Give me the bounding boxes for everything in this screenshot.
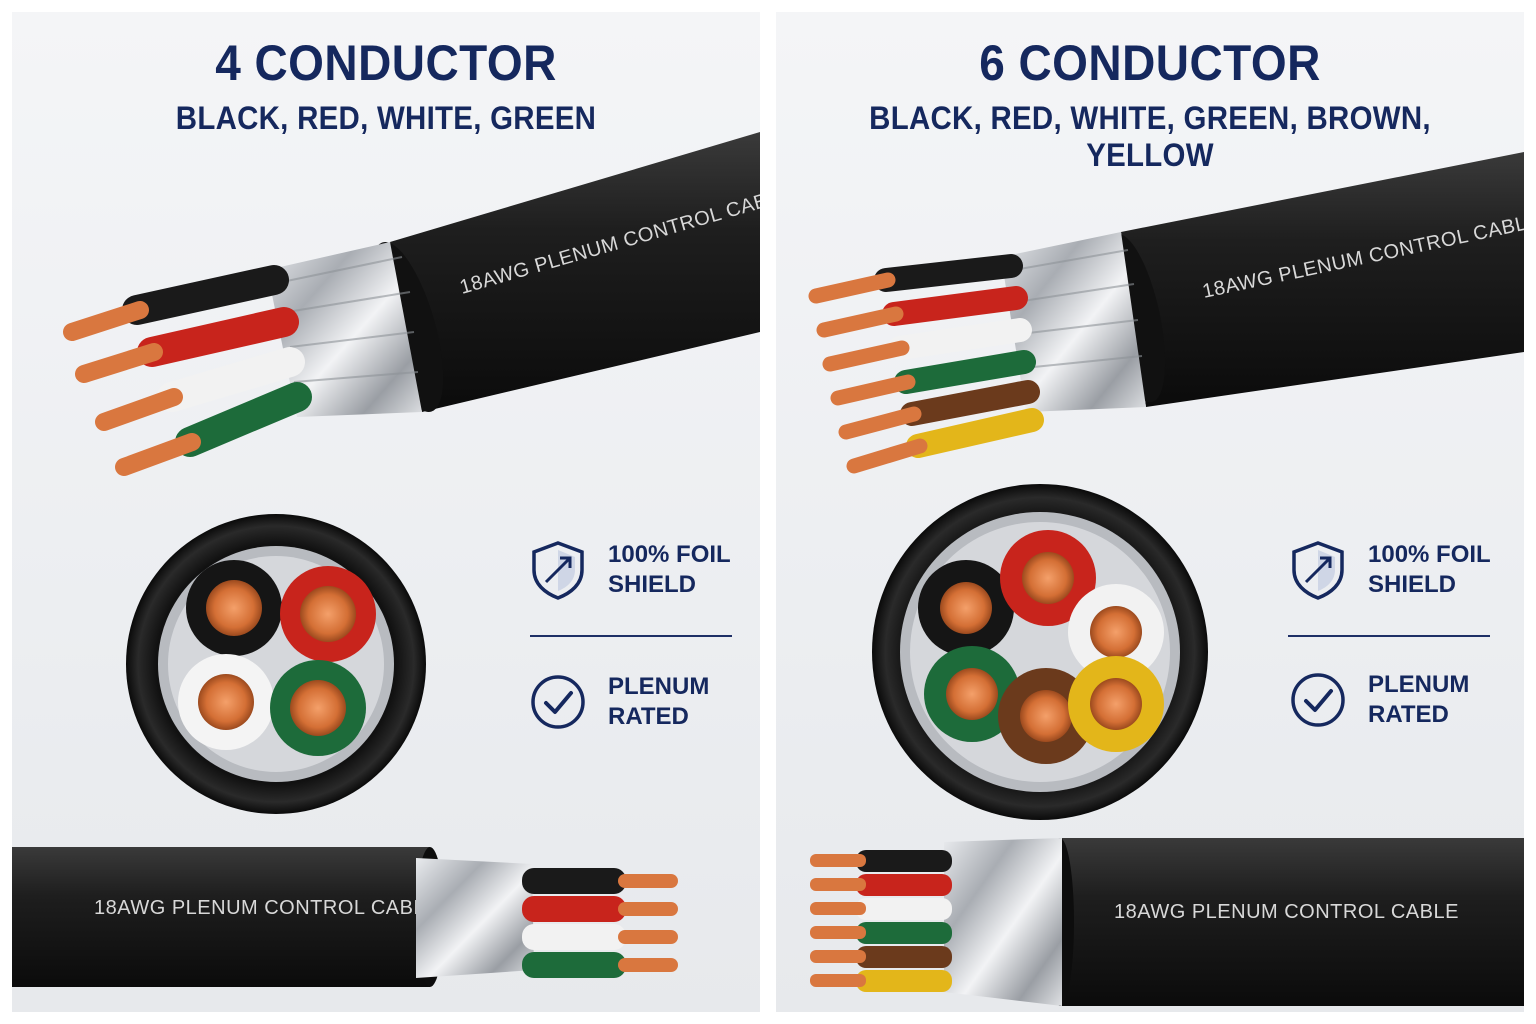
cross-section (126, 514, 426, 814)
cable-print-bottom: 18AWG PLENUM CONTROL CABLE (94, 897, 439, 919)
color-list-subtitle: BLACK, RED, WHITE, GREEN, BROWN, YELLOW (869, 100, 1431, 173)
feature-line2: RATED (608, 703, 689, 730)
top-cable: 18AWG PLENUM CONTROL CABLE (808, 152, 1524, 474)
wires-top (63, 265, 312, 476)
check-circle-icon (1291, 673, 1345, 727)
feature-line1: PLENUM (1368, 671, 1470, 698)
foil-shield (267, 242, 422, 417)
feature-plenum-rated: PLENUM RATED (1290, 670, 1469, 730)
page-title: 4 CONDUCTOR (215, 35, 557, 91)
cable-illustration-6c: 18AWG PLENUM CONTROL CABLE (808, 152, 1524, 1006)
color-list-subtitle: BLACK, RED, WHITE, GREEN (175, 100, 597, 136)
shield-icon (532, 541, 584, 600)
cable-print-bottom: 18AWG PLENUM CONTROL CABLE (1114, 901, 1459, 923)
bottom-cable: 18AWG PLENUM CONTROL CABLE (12, 847, 678, 987)
bottom-cable: 18AWG PLENUM CONTROL CABLE (810, 838, 1524, 1006)
shield-icon (1292, 541, 1344, 600)
panel-4-conductor: 18AWG PLENUM CONTROL CABLE (12, 12, 760, 1012)
feature-line1: PLENUM (608, 673, 710, 700)
wires-bottom (810, 850, 952, 992)
feature-plenum-rated: PLENUM RATED (530, 672, 709, 732)
wires-bottom (522, 868, 678, 978)
page-title: 6 CONDUCTOR (979, 35, 1321, 91)
feature-foil-shield: 100% FOIL SHIELD (530, 540, 731, 600)
cable-illustration-4c: 18AWG PLENUM CONTROL CABLE (12, 132, 760, 987)
feature-line2: SHIELD (608, 571, 697, 598)
panel-6-conductor: 18AWG PLENUM CONTROL CABLE (776, 12, 1524, 1012)
feature-line2: SHIELD (1368, 571, 1457, 598)
cross-section (872, 484, 1208, 820)
wires-top (808, 254, 1044, 474)
feature-line1: 100% FOIL (1368, 541, 1491, 568)
feature-foil-shield: 100% FOIL SHIELD (1290, 540, 1491, 600)
feature-line1: 100% FOIL (608, 541, 731, 568)
top-cable: 18AWG PLENUM CONTROL CABLE (63, 132, 760, 476)
check-circle-icon (531, 675, 585, 729)
divider (530, 635, 732, 637)
divider (1288, 635, 1490, 637)
feature-line2: RATED (1368, 701, 1449, 728)
